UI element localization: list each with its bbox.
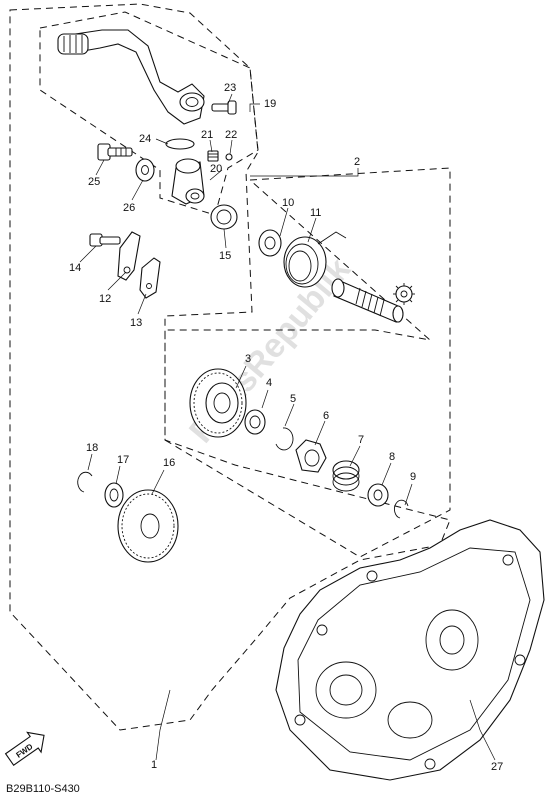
forward-arrow-icon: FWD [4,731,45,766]
part-label-12: 12 [99,293,111,305]
washer-26 [135,158,155,182]
torsion-spring [283,231,347,288]
part-label-5: 5 [290,393,296,405]
assembly-boundary-1 [9,3,451,731]
crankcase-cover [275,519,545,781]
part-label-19: 19 [264,98,276,110]
ratchet [295,439,327,473]
part-label-3: 3 [245,353,251,365]
guide-plate [117,231,141,281]
part-label-2: 2 [354,156,360,168]
kick-gear [189,368,247,438]
part-label-1: 1 [151,759,157,771]
diagram-code: B29B110-S430 [6,783,80,795]
part-label-21: 21 [201,129,213,141]
oil-seal [210,204,238,230]
mounting-bolt-25 [97,143,133,161]
part-label-13: 13 [130,317,142,329]
washer-4 [244,409,266,435]
part-label-6: 6 [323,410,329,422]
detent-ball [225,153,233,161]
part-label-24: 24 [139,133,151,145]
o-ring [165,138,195,150]
part-label-23: 23 [224,82,236,94]
part-label-17: 17 [117,454,129,466]
stopper-bracket [139,257,161,299]
part-label-20: 20 [210,163,222,175]
part-label-27: 27 [491,761,503,773]
part-label-10: 10 [282,197,294,209]
part-labels: 1 2 3 4 5 6 7 8 9 10 11 12 13 14 15 16 1… [69,82,503,773]
part-label-11: 11 [310,207,321,219]
part-label-22: 22 [225,129,237,141]
detent-spring [207,150,219,162]
part-label-9: 9 [410,471,416,483]
leader-lines [79,93,496,761]
gear-icon [393,283,415,305]
part-label-16: 16 [163,457,175,469]
shaft-collar [258,229,282,257]
washer-8 [367,483,389,507]
part-label-8: 8 [389,451,395,463]
kick-lever [57,29,205,125]
kick-boss [171,158,205,205]
circlip-18 [77,471,93,493]
kick-shaft-group-boundary [164,167,451,558]
part-label-25: 25 [88,176,100,188]
ratchet-spring [332,460,360,492]
part-label-18: 18 [86,442,98,454]
kick-idle-gear [117,489,179,563]
kick-lever-group-boundary [39,11,259,216]
part-label-15: 15 [219,250,231,262]
part-label-4: 4 [266,377,272,389]
part-label-14: 14 [69,262,81,274]
part-label-26: 26 [123,202,135,214]
kick-shaft [331,278,404,323]
lever-pinch-bolt [211,100,237,115]
washer-17 [104,482,124,508]
circlip-5 [275,427,294,451]
bolt-14 [89,233,121,247]
part-label-7: 7 [358,434,364,446]
